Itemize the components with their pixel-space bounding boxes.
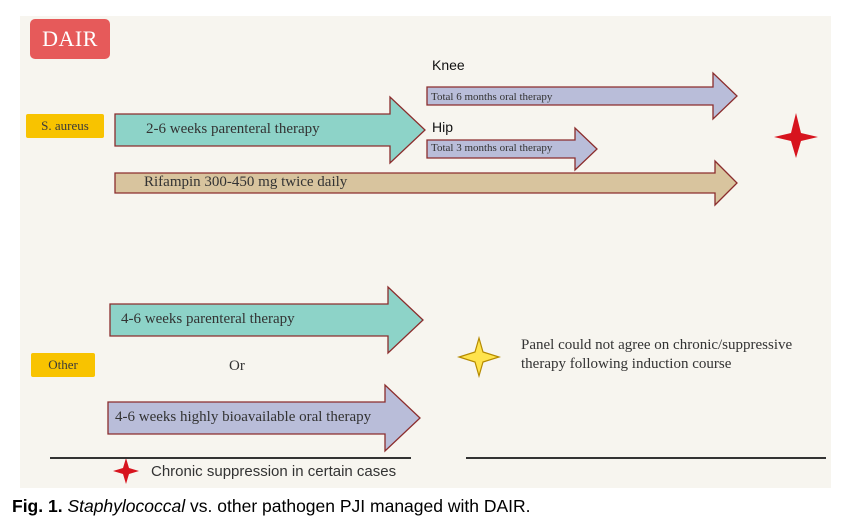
text-knee-oral: Total 6 months oral therapy <box>431 91 553 103</box>
legend-divider-left <box>50 457 411 459</box>
legend-red-star-text: Chronic suppression in certain cases <box>151 463 397 480</box>
figure-caption: Fig. 1. Staphylococcal vs. other pathoge… <box>12 496 531 517</box>
arrow-parenteral-other <box>109 285 424 355</box>
dair-badge: DAIR <box>30 19 110 59</box>
text-oral-other: 4-6 weeks highly bioavailable oral thera… <box>115 409 372 425</box>
text-parenteral-saureus: 2-6 weeks parenteral therapy <box>146 121 320 137</box>
text-parenteral-other: 4-6 weeks parenteral therapy <box>121 311 295 327</box>
legend-divider-right <box>466 457 826 459</box>
caption-italic: Staphylococcal <box>67 496 186 516</box>
pill-other: Other <box>31 353 95 377</box>
text-hip-oral: Total 3 months oral therapy <box>431 142 553 154</box>
caption-label: Fig. 1. <box>12 496 63 516</box>
arrow-oral-other <box>107 383 421 453</box>
arrow-knee-oral <box>426 71 738 121</box>
red-star-icon <box>774 113 818 158</box>
arrow-rifampin <box>114 159 738 207</box>
label-knee: Knee <box>432 57 465 73</box>
yellow-star-icon <box>456 335 502 379</box>
note-text: Panel could not agree on chronic/suppres… <box>521 337 793 372</box>
arrow-parenteral-saureus <box>114 95 426 165</box>
caption-rest: vs. other pathogen PJI managed with DAIR… <box>190 496 531 516</box>
text-rifampin: Rifampin 300-450 mg twice daily <box>144 174 348 190</box>
legend-red-star-icon <box>113 458 139 484</box>
label-hip: Hip <box>432 119 454 135</box>
arrow-hip-oral <box>426 126 598 172</box>
pill-s-aureus: S. aureus <box>26 114 104 138</box>
or-text: Or <box>229 358 245 374</box>
